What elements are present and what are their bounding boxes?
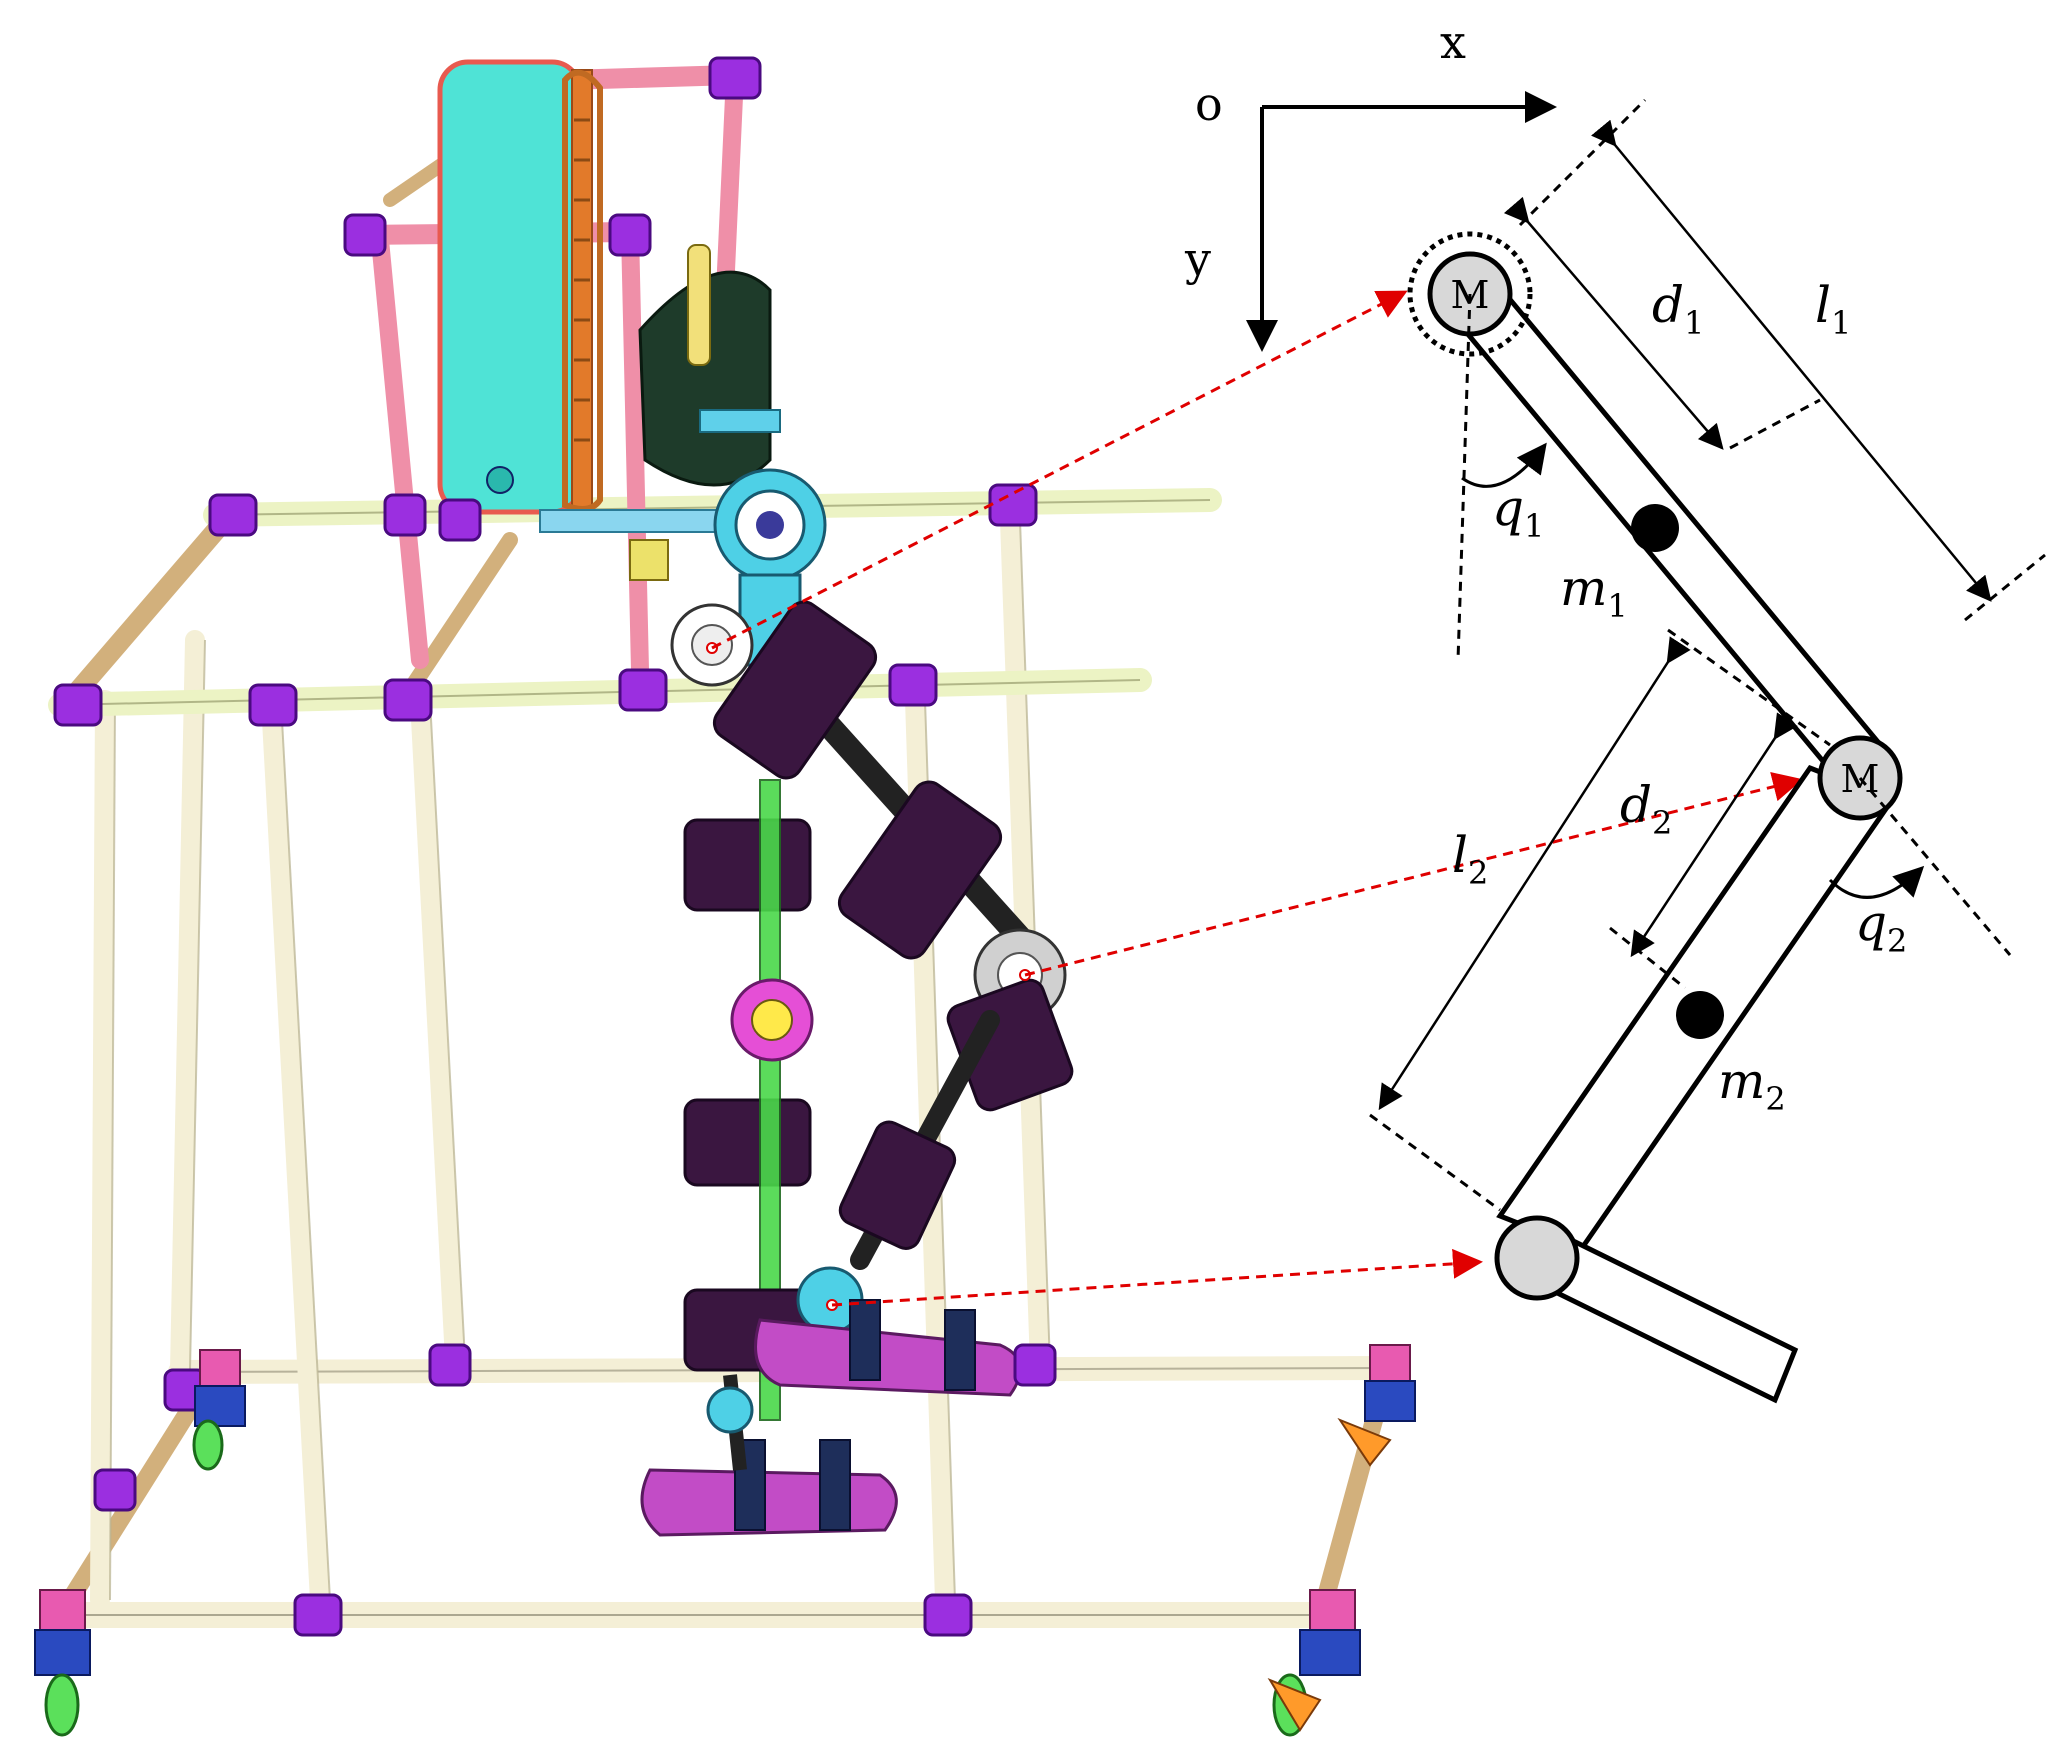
label-m2: m2	[1718, 1052, 1786, 1118]
ankle-leader-arrow	[831, 1248, 1483, 1307]
y-axis-label: y	[1184, 232, 1211, 286]
dimension-lines	[1378, 119, 1992, 1111]
right-leg	[712, 600, 1074, 1334]
kinematic-schematic: o x y M M	[1184, 15, 2046, 1404]
label-l1: l1	[1815, 276, 1851, 342]
waist-belt	[539, 244, 781, 581]
label-m1: m1	[1560, 559, 1628, 625]
left-leg	[683, 779, 814, 1421]
caster-wheels	[34, 1344, 1416, 1737]
mass-m1-marker	[1631, 504, 1679, 552]
label-d2: d2	[1620, 776, 1672, 842]
label-q2: q2	[1855, 894, 1907, 960]
mass-m2-marker	[1676, 991, 1724, 1039]
origin-label: o	[1195, 77, 1223, 131]
coordinate-axes: o x y	[1184, 15, 1557, 352]
gait-trainer-model	[34, 56, 1416, 1737]
x-axis-label: x	[1440, 15, 1466, 69]
q1-angle-arc	[1461, 442, 1547, 488]
l2-dimension	[1378, 636, 1691, 1111]
feet	[640, 1299, 1022, 1537]
label-l2: l2	[1452, 826, 1488, 892]
l1-dimension	[1591, 119, 1992, 602]
hip-leader-arrow	[711, 290, 1408, 650]
reference-lines	[1369, 98, 2046, 1212]
label-q1: q1	[1492, 479, 1544, 545]
backpack-panel	[437, 59, 603, 515]
q2-angle-arc	[1828, 865, 1925, 899]
ankle-joint	[1494, 1215, 1580, 1301]
frame-connectors	[53, 56, 1057, 1637]
label-d1: d1	[1652, 276, 1704, 342]
